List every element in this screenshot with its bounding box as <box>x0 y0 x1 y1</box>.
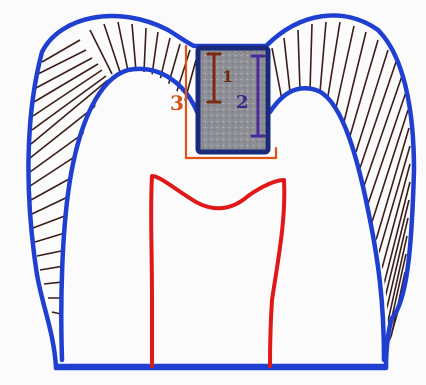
pulp-chamber-outline <box>151 176 284 366</box>
label-depth-1: 1 <box>222 67 233 86</box>
enamel-hatching-right <box>272 22 410 356</box>
label-depth-3: 3 <box>170 91 184 115</box>
enamel-hatching-left <box>30 22 196 314</box>
label-depth-2: 2 <box>236 92 249 113</box>
